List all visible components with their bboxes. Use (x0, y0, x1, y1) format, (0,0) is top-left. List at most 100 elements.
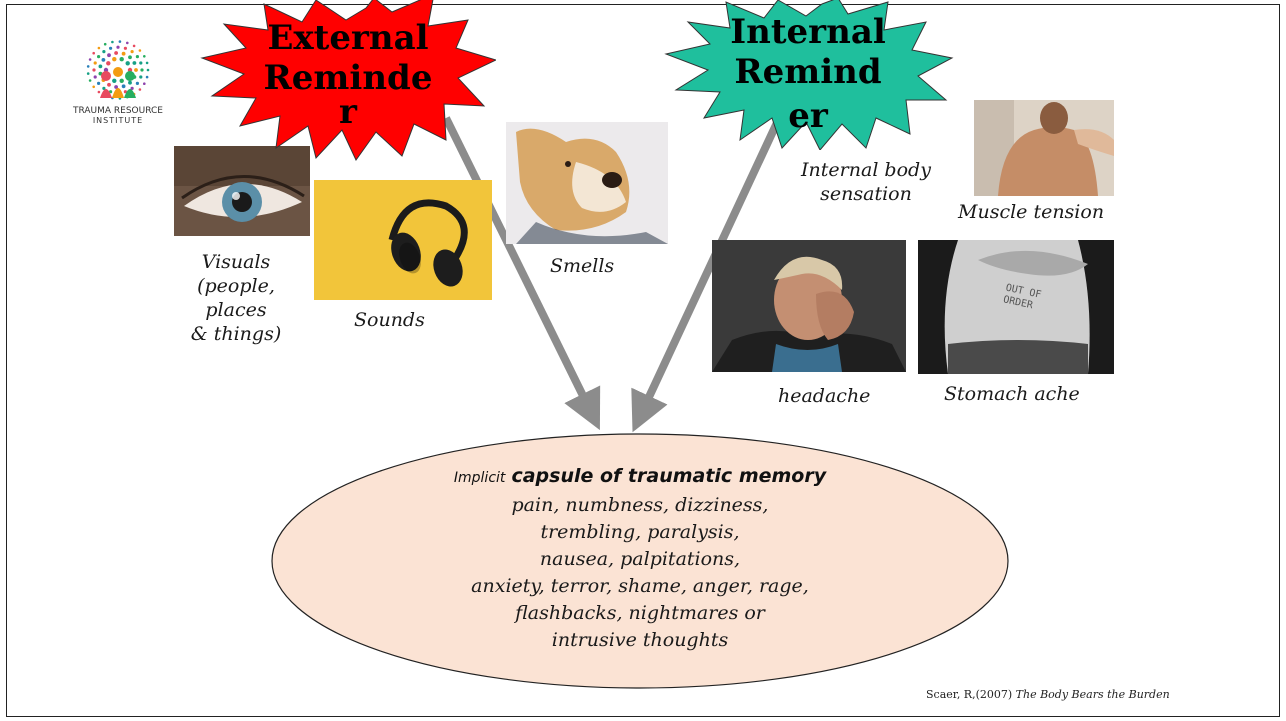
logo-dot (114, 51, 118, 55)
logo-dot (139, 75, 143, 79)
logo-dot (102, 50, 106, 54)
headache-caption: headache (778, 385, 871, 407)
capsule-title: Implicit capsule of traumatic memory (360, 462, 920, 492)
external-burst-line-2: Reminde (263, 58, 433, 98)
logo-dot (112, 57, 117, 62)
logo-dots-icon (86, 40, 150, 100)
external-burst-line-1: External (267, 18, 429, 58)
logo-dot (103, 42, 107, 46)
internal-reminder-burst: Internal Remind er (656, 0, 956, 150)
capsule-line-2: trembling, paralysis, (540, 521, 740, 543)
logo-dot (97, 81, 101, 85)
eye-photo (174, 146, 310, 236)
body-sensation-line-2: sensation (820, 183, 912, 205)
logo-dot (128, 55, 132, 60)
logo-dot (109, 46, 113, 50)
logo-dot (106, 61, 111, 66)
headphones-photo (314, 180, 492, 300)
logo-dot (121, 51, 126, 56)
logo-dot (103, 67, 109, 73)
capsule-title-prefix: Implicit (453, 470, 506, 486)
smells-caption: Smells (550, 255, 615, 277)
sounds-caption: Sounds (354, 309, 425, 331)
capsule-line-1: pain, numbness, dizziness, (511, 494, 769, 516)
memory-capsule-ellipse (271, 433, 1009, 689)
visuals-line-2: (people, (197, 275, 275, 297)
logo-dot (88, 79, 92, 82)
logo-dot (97, 55, 101, 59)
logo-dot (125, 61, 130, 66)
muscle-tension-caption: Muscle tension (958, 201, 1105, 223)
citation-title: The Body Bears the Burden (1015, 688, 1170, 701)
visuals-line-3: places (205, 299, 267, 321)
logo-dot (140, 68, 144, 72)
body-sensation-caption: Internal body sensation (786, 158, 946, 206)
logo-dot (143, 55, 146, 58)
logo-dot (92, 68, 96, 72)
external-arrow (442, 116, 601, 431)
logo-dot (109, 90, 113, 94)
logo-dot (135, 55, 139, 59)
body-sensation-line-1: Internal body (801, 159, 931, 181)
back-muscle-photo (974, 100, 1114, 196)
logo-dot (130, 50, 134, 54)
logo-dot (114, 85, 118, 89)
capsule-line-3: nausea, palpitations, (539, 548, 741, 570)
logo-dot (132, 44, 136, 48)
logo-dot (116, 45, 120, 49)
logo-dot (101, 58, 106, 62)
logo-dot (112, 78, 117, 83)
logo-dot (138, 88, 142, 91)
logo-dot (107, 53, 111, 58)
stomach-ache-caption: Stomach ache (944, 383, 1080, 405)
visuals-line-4: & things) (190, 323, 282, 345)
logo-dot (86, 65, 90, 68)
logo-dot (92, 85, 95, 89)
memory-capsule-text: Implicit capsule of traumatic memory pai… (360, 462, 920, 654)
external-burst-line-3: r (339, 92, 357, 132)
internal-burst-line-1: Internal (730, 12, 886, 52)
logo-dot (102, 86, 106, 90)
logo-dot (132, 61, 137, 65)
logo-line-2: INSTITUTE (92, 116, 144, 125)
logo-dot (127, 67, 133, 73)
logo-dot (130, 86, 134, 90)
visuals-caption: Visuals (people, places & things) (186, 250, 286, 346)
logo-dot (123, 90, 127, 94)
logo-dot (97, 90, 101, 94)
external-reminder-burst: External Reminde r (196, 0, 496, 162)
capsule-line-4: anxiety, terror, shame, anger, rage, (471, 575, 809, 597)
logo-dot (92, 51, 95, 55)
logo-dot (86, 72, 90, 75)
logo-dot (145, 75, 149, 79)
logo-dot (126, 41, 129, 45)
internal-burst-line-3: er (788, 96, 828, 136)
headache-photo (712, 240, 906, 372)
logo-dot (146, 68, 150, 72)
logo-dot (118, 40, 122, 43)
logo-line-1: TRAUMA RESOURCE (72, 106, 163, 116)
citation: Scaer, R,(2007) The Body Bears the Burde… (926, 688, 1170, 701)
logo-dot (128, 80, 132, 85)
logo-dot (97, 46, 101, 50)
citation-prefix: Scaer, R,(2007) (926, 688, 1013, 701)
logo-dot (119, 57, 124, 62)
internal-burst-line-2: Remind (734, 52, 882, 92)
logo-dot (88, 58, 92, 61)
logo-dot (145, 61, 149, 65)
logo-dot (135, 81, 139, 85)
logo-dot (93, 75, 97, 79)
logo-dot (111, 40, 114, 44)
slide-border (6, 4, 1280, 717)
logo-dot (119, 78, 124, 83)
logo-dot (134, 68, 138, 72)
red-starburst-icon (200, 0, 496, 161)
capsule-line-6: intrusive thoughts (551, 629, 729, 651)
logo-dot (98, 64, 103, 69)
capsule-title-main: capsule of traumatic memory (511, 465, 827, 487)
logo-dot (107, 82, 111, 87)
visuals-line-1: Visuals (201, 251, 271, 273)
logo-dot (139, 61, 143, 65)
logo-dot (93, 61, 97, 65)
